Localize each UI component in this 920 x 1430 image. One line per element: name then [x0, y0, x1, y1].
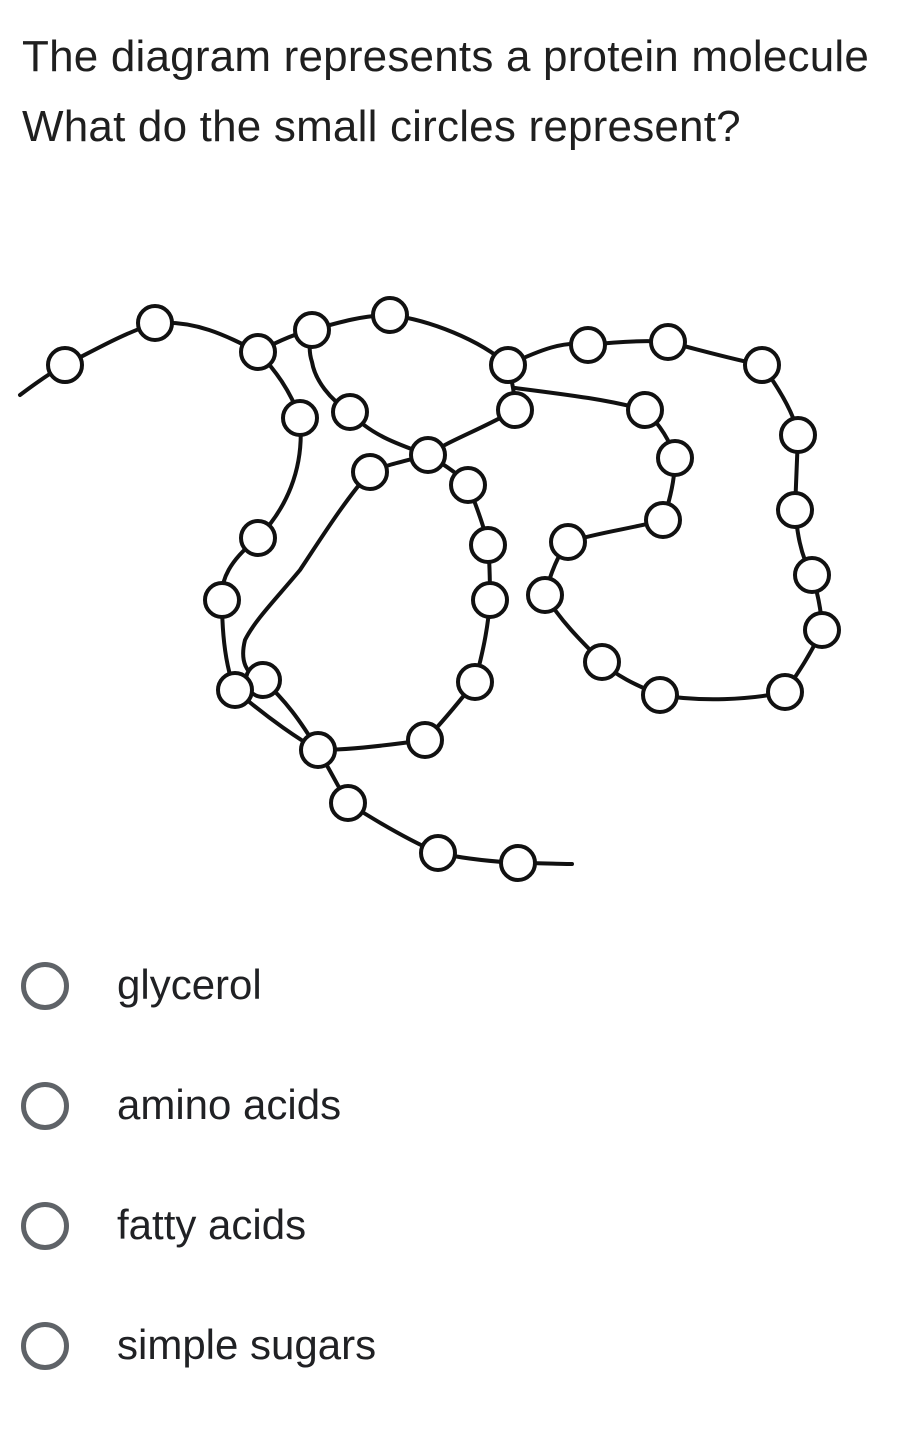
chain-bead: [299, 731, 337, 769]
chain-bead: [216, 671, 254, 709]
chain-bead: [329, 784, 367, 822]
chain-bead: [641, 676, 679, 714]
radio-button-icon[interactable]: [21, 962, 69, 1010]
chain-bead: [803, 611, 841, 649]
chain-bead: [281, 399, 319, 437]
chain-link: [241, 453, 477, 752]
option-glycerol[interactable]: glycerol: [0, 950, 920, 1070]
answer-options: glycerol amino acids fatty acids simple …: [0, 950, 920, 1430]
chain-bead: [569, 326, 607, 364]
chain-bead: [456, 663, 494, 701]
chain-bead: [293, 311, 331, 349]
chain-bead: [549, 523, 587, 561]
chain-bead: [499, 844, 537, 882]
radio-button-icon[interactable]: [21, 1082, 69, 1130]
chain-bead: [743, 346, 781, 384]
chain-bead: [409, 436, 447, 474]
chain-bead: [371, 296, 409, 334]
option-label[interactable]: simple sugars: [117, 1321, 377, 1368]
option-simple-sugars[interactable]: simple sugars: [0, 1310, 920, 1430]
chain-bead: [46, 346, 84, 384]
chain-bead: [351, 453, 389, 491]
chain-bead: [406, 721, 444, 759]
chain-bead: [793, 556, 831, 594]
chain-bead: [526, 576, 564, 614]
question-line-2: What do the small circles represent?: [22, 102, 741, 151]
chain-bead: [583, 643, 621, 681]
chain-bead: [203, 581, 241, 619]
radio-button-icon[interactable]: [21, 1202, 69, 1250]
chain-bead: [471, 581, 509, 619]
chain-link: [233, 688, 574, 866]
chain-bead: [331, 393, 369, 431]
option-label[interactable]: fatty acids: [117, 1201, 307, 1248]
chain-bead: [626, 391, 664, 429]
radio-button-icon[interactable]: [21, 1322, 69, 1370]
chain-bead: [489, 346, 527, 384]
chain-bead: [649, 323, 687, 361]
chain-bead: [779, 416, 817, 454]
chain-bead: [239, 333, 277, 371]
chain-bead: [239, 519, 277, 557]
chain-bead: [469, 526, 507, 564]
protein-chain-svg: [18, 296, 841, 882]
question-text: The diagram represents a protein molecul…: [22, 22, 920, 162]
option-fatty-acids[interactable]: fatty acids: [0, 1190, 920, 1310]
chain-bead: [776, 491, 814, 529]
chain-bead: [449, 466, 487, 504]
chain-bead: [644, 501, 682, 539]
chain-bead: [496, 391, 534, 429]
option-label[interactable]: amino acids: [117, 1081, 342, 1128]
chain-bead: [419, 834, 457, 872]
option-amino-acids[interactable]: amino acids: [0, 1070, 920, 1190]
protein-molecule-diagram: [0, 270, 920, 910]
question-line-1: The diagram represents a protein molecul…: [22, 32, 870, 81]
chain-bead: [766, 673, 804, 711]
option-label[interactable]: glycerol: [117, 961, 262, 1008]
chain-link: [506, 339, 764, 367]
chain-bead: [656, 439, 694, 477]
chain-bead: [136, 304, 174, 342]
